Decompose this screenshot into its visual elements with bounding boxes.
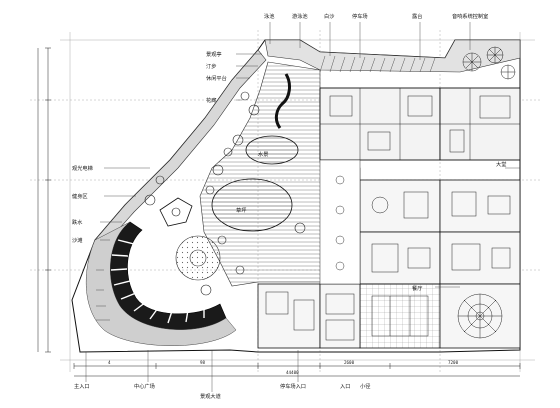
- label-elevator: 观光电梯: [72, 164, 93, 172]
- label-water: 水景: [258, 150, 268, 158]
- label-swimming-pool: 泳池: [264, 12, 274, 20]
- winding-path: [274, 73, 291, 129]
- label-pavilion: 景观亭: [206, 50, 222, 58]
- label-control-room: 音响系统控制室: [452, 12, 488, 20]
- circular-plaza: [175, 235, 221, 281]
- dim-seg-3: 2600: [344, 360, 355, 365]
- corridor-trees: [335, 175, 345, 271]
- label-path: 小径: [360, 382, 370, 390]
- parking-hatch: [319, 55, 436, 73]
- label-entrance: 入口: [340, 383, 350, 390]
- water-feature-south: [211, 178, 293, 232]
- water-feature-north: [245, 135, 299, 165]
- label-pool: 游泳池: [292, 12, 308, 20]
- top-planting-strip: [264, 39, 521, 73]
- dimension-text: 44400 4 98 2600 7200: [108, 360, 459, 375]
- label-main-entrance: 主入口: [74, 382, 90, 390]
- left-labels: 观光电梯 健身区 跌水 沙滩: [72, 164, 93, 244]
- crescent-stripes: [110, 239, 205, 324]
- dim-total: 44400: [286, 370, 299, 375]
- upper-left-labels: 景观亭 汀步 休闲平台 花廊: [206, 50, 227, 104]
- label-central-plaza: 中心广场: [134, 382, 155, 390]
- plaza-center: [189, 249, 207, 267]
- label-stepping-stones: 汀步: [206, 63, 216, 70]
- palm-trees: [462, 46, 516, 80]
- label-terrace: 露台: [412, 12, 422, 20]
- dim-seg-1: 4: [108, 360, 111, 365]
- label-parking: 停车场: [352, 12, 368, 20]
- label-leisure-deck: 休闲平台: [206, 74, 227, 82]
- label-cascade: 跌水: [72, 218, 83, 226]
- inner-labels: 水景 草坪: [236, 150, 268, 214]
- label-restaurant: 餐厅: [412, 284, 422, 292]
- bottom-labels: 主入口 中心广场 景观大道 停车场入口 入口 小径: [74, 382, 370, 400]
- pavilion: [159, 197, 193, 227]
- label-flower-gallery: 花廊: [206, 96, 216, 104]
- pavilion-node: [171, 207, 181, 217]
- bottom-dimension-chain: [73, 363, 521, 377]
- label-lawn: 草坪: [236, 206, 246, 214]
- right-labels: 大堂 餐厅: [412, 160, 506, 292]
- label-white-sand: 白沙: [324, 12, 334, 20]
- label-beach: 沙滩: [72, 236, 82, 244]
- label-boulevard: 景观大道: [200, 392, 221, 400]
- interior-details: [265, 88, 520, 341]
- label-lobby: 大堂: [496, 160, 506, 168]
- dim-seg-4: 7200: [448, 360, 459, 365]
- label-parking-entrance: 停车场入口: [280, 382, 306, 390]
- leader-lines: [85, 22, 520, 392]
- label-fitness: 健身区: [72, 192, 88, 200]
- corridor: [319, 159, 361, 285]
- top-labels: 泳池 游泳池 白沙 停车场 露台 音响系统控制室: [264, 12, 488, 20]
- left-dimension-chain: [37, 47, 51, 353]
- dim-seg-2: 98: [200, 360, 206, 365]
